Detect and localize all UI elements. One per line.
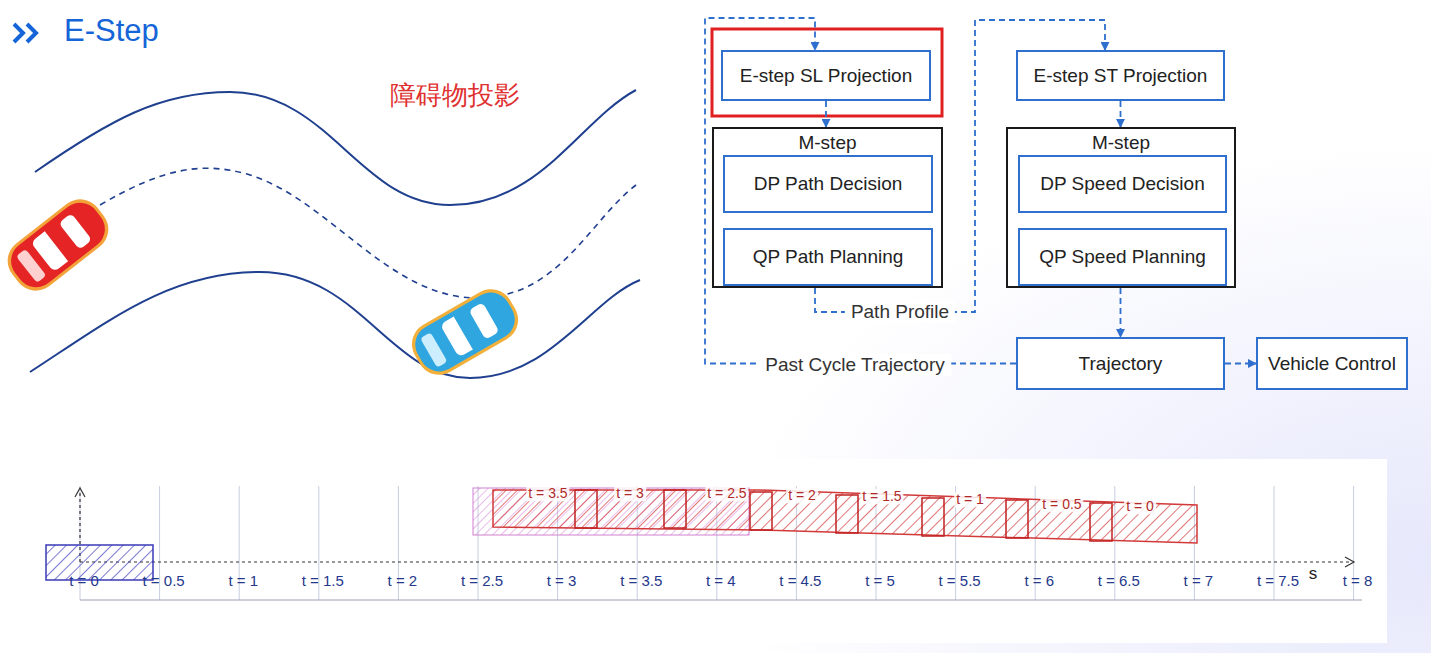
time-tag: t = 1 xyxy=(954,492,986,507)
axis-label: t = 8 xyxy=(1343,572,1373,589)
process-box: DP Speed Decision xyxy=(1018,155,1227,213)
highlight-frame xyxy=(712,29,942,116)
process-box: QP Path Planning xyxy=(723,228,933,286)
axis-label: t = 2 xyxy=(388,572,418,589)
process-box: Trajectory xyxy=(1016,337,1225,390)
group-box: M-step DP Path Decision QP Path Planning xyxy=(712,127,943,288)
time-tag: t = 3.5 xyxy=(526,486,569,501)
ego-footprint xyxy=(46,545,153,580)
axis-label: t = 2.5 xyxy=(461,572,503,589)
svg-shape xyxy=(575,490,597,528)
svg-shape xyxy=(836,495,858,533)
group-box: M-step DP Speed Decision QP Speed Planning xyxy=(1006,127,1236,288)
axis-label: t = 1.5 xyxy=(302,572,344,589)
axis-label: s xyxy=(1309,564,1318,584)
process-box: DP Path Decision xyxy=(723,155,933,213)
svg-shape xyxy=(3,195,113,296)
blue-car xyxy=(404,281,526,383)
time-tag: t = 1.5 xyxy=(860,489,903,504)
box-label: DP Path Decision xyxy=(754,173,903,195)
box-label: E-step ST Projection xyxy=(1034,65,1208,87)
axis-underline xyxy=(80,600,1362,601)
svg-shape xyxy=(35,90,636,205)
group-heading: M-step xyxy=(1008,132,1234,154)
process-box: Vehicle Control xyxy=(1256,337,1408,390)
svg-shape xyxy=(750,492,772,530)
axis-label: t = 4 xyxy=(706,572,736,589)
box-label: QP Speed Planning xyxy=(1039,246,1206,268)
process-box: E-step ST Projection xyxy=(1016,50,1225,101)
chart-panel xyxy=(40,459,1387,643)
box-label: Trajectory xyxy=(1079,353,1163,375)
svg-shape xyxy=(75,488,85,497)
svg-shape xyxy=(30,272,640,378)
time-tag: t = 2.5 xyxy=(705,486,748,501)
obstacle-band xyxy=(493,490,1197,543)
process-box: QP Speed Planning xyxy=(1018,228,1227,286)
edge-label: Path Profile xyxy=(845,301,955,323)
flow-arrow xyxy=(1120,288,1122,337)
svg-shape xyxy=(420,332,447,367)
axis-label: t = 5.5 xyxy=(939,572,981,589)
page-title: E-Step xyxy=(64,13,159,49)
flow-arrow xyxy=(1225,363,1256,365)
svg-shape xyxy=(80,561,1352,562)
box-label: E-step SL Projection xyxy=(740,65,913,87)
box-label: Vehicle Control xyxy=(1268,353,1396,375)
time-tag: t = 2 xyxy=(786,488,818,503)
axis-label: t = 4.5 xyxy=(779,572,821,589)
obstacle-slots xyxy=(575,490,1112,541)
axis-label: t = 1 xyxy=(228,572,258,589)
svg-shape xyxy=(43,221,80,263)
svg-shape xyxy=(27,24,36,42)
axis-label: t = 3.5 xyxy=(620,572,662,589)
svg-shape xyxy=(453,308,486,351)
axis-label: t = 6 xyxy=(1024,572,1054,589)
title-chevrons xyxy=(14,24,36,42)
time-tag: t = 0.5 xyxy=(1040,497,1083,512)
flow-arrow xyxy=(825,101,827,127)
svg-shape xyxy=(922,498,944,536)
annotation: 障碍物投影 xyxy=(390,78,520,113)
svg-shape xyxy=(664,490,686,528)
axis-label: t = 5 xyxy=(865,572,895,589)
group-heading: M-step xyxy=(714,132,941,154)
svg-shape xyxy=(1345,557,1354,567)
time-tag: t = 0 xyxy=(1124,499,1156,514)
axis-label: t = 7.5 xyxy=(1257,572,1299,589)
chart-grid xyxy=(80,486,1354,600)
axis-label: t = 0.5 xyxy=(143,572,185,589)
svg-shape xyxy=(1090,503,1112,541)
box-label: DP Speed Decision xyxy=(1040,173,1204,195)
svg-shape xyxy=(1006,500,1028,538)
svg-shape xyxy=(404,281,526,383)
axis-label: t = 0 xyxy=(69,572,99,589)
flow-arrow xyxy=(1120,101,1122,127)
axis-label: t = 6.5 xyxy=(1098,572,1140,589)
svg-shape xyxy=(0,190,117,299)
svg-shape xyxy=(408,285,522,379)
svg-shape xyxy=(14,24,23,42)
edge-label: Past Cycle Trajectory xyxy=(759,354,951,376)
box-label: QP Path Planning xyxy=(753,246,904,268)
process-box: E-step SL Projection xyxy=(721,50,931,101)
time-tag: t = 3 xyxy=(614,486,646,501)
axis-label: t = 7 xyxy=(1184,572,1214,589)
red-car xyxy=(0,190,117,299)
svg-shape xyxy=(100,168,636,298)
svg-shape xyxy=(16,249,46,283)
flow-arrow xyxy=(705,18,1016,364)
road xyxy=(30,90,640,378)
axis-label: t = 3 xyxy=(547,572,577,589)
